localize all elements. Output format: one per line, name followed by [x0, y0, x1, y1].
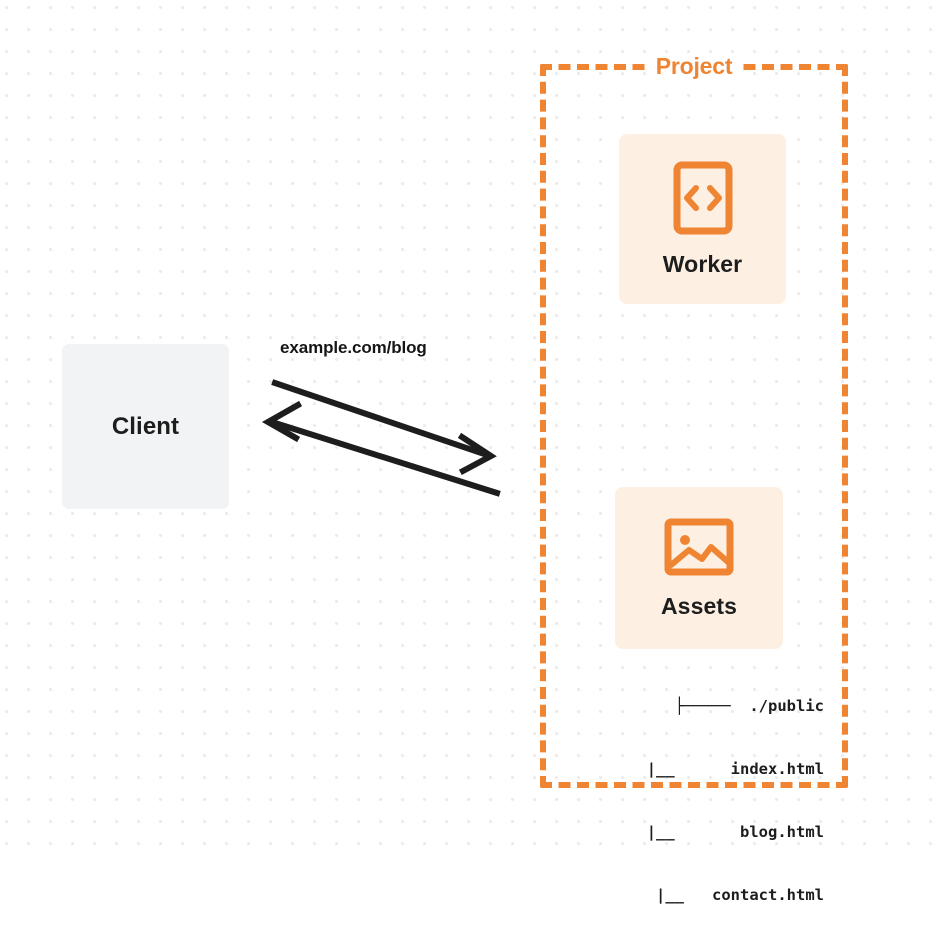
client-project-connector: example.com/blog — [250, 326, 520, 516]
response-arrow — [261, 400, 501, 497]
worker-node[interactable]: Worker — [619, 134, 786, 304]
request-arrow — [271, 379, 497, 476]
file-tree-row: ├───── ./public — [674, 697, 824, 715]
project-label: Project — [648, 53, 740, 80]
assets-file-tree: ├───── ./public |__ index.html |__ blog.… — [584, 654, 824, 948]
connector-url-label: example.com/blog — [280, 338, 427, 357]
image-icon — [664, 517, 734, 577]
file-tree-row: |__ contact.html — [656, 886, 824, 904]
project-container: Project Worker Assets — [540, 53, 848, 904]
code-brackets-icon — [673, 161, 733, 235]
connector-arrows-svg — [261, 379, 501, 497]
file-tree-row: |__ index.html — [646, 760, 824, 778]
client-node[interactable]: Client — [62, 344, 229, 509]
worker-label: Worker — [662, 250, 743, 277]
assets-label: Assets — [660, 592, 738, 619]
assets-node[interactable]: Assets — [615, 487, 783, 649]
file-tree-row: |__ blog.html — [646, 823, 824, 841]
diagram-canvas: Client example.com/blog Project — [0, 0, 938, 904]
client-label: Client — [111, 412, 180, 440]
